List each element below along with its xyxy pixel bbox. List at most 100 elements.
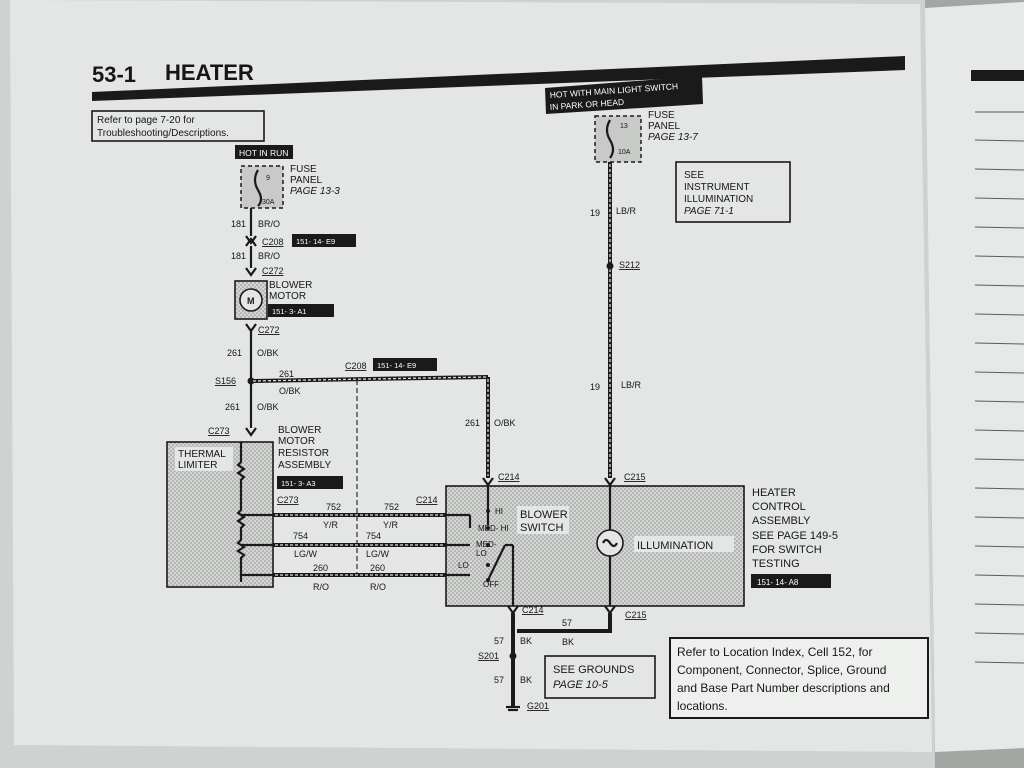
location-note-box: [669, 637, 929, 719]
illumination-label: ILLUMINATION: [637, 540, 713, 552]
right-fuse-number: 13: [620, 123, 628, 130]
c208-connector-lower: [245, 237, 257, 247]
header-bar: [92, 56, 905, 101]
c272-label-bottom: C272: [258, 325, 280, 335]
switch-pos-lo: LO: [458, 561, 469, 570]
wire-lb-r-label-2: LB/R: [621, 380, 642, 390]
right-fuse-panel: [594, 115, 642, 163]
wire-19-label-1: 19: [590, 208, 600, 218]
heater-control-label-2: CONTROL: [752, 501, 806, 513]
heater-page-2: FOR SWITCH: [752, 544, 822, 556]
wire-bk-label-h: BK: [562, 637, 574, 647]
wire-261-label-v: 261: [465, 418, 480, 428]
location-note-2: Component, Connector, Splice, Ground: [677, 663, 886, 677]
wire-r-o-label-2: R/O: [370, 582, 386, 592]
instrument-note-2: INSTRUMENT: [684, 182, 750, 193]
blower-switch-label-2: SWITCH: [520, 522, 563, 534]
wire-lg-w-label-2: LG/W: [366, 549, 390, 559]
c208-ref-bg-left: [292, 234, 356, 247]
c208-ref-mid: 151- 14- E9: [377, 361, 416, 370]
c215-label-bottom: C215: [625, 610, 647, 620]
resistor-label-4: ASSEMBLY: [278, 460, 331, 471]
right-fuse-page: PAGE 13-7: [648, 132, 698, 143]
heater-page-3: TESTING: [752, 558, 800, 570]
wire-o-bk-label-1: O/BK: [257, 348, 279, 358]
wire-261-label-2: 261: [225, 402, 240, 412]
wire-57-horizontal: [517, 613, 612, 633]
wire-o-bk-label-h: O/BK: [279, 386, 301, 396]
c273-label-bottom: C273: [277, 495, 299, 505]
wire-261-label-h: 261: [279, 369, 294, 379]
motor-ref: 151- 3- A1: [272, 307, 307, 316]
instrument-note-4: PAGE 71-1: [684, 206, 734, 217]
motor-symbol: M: [247, 296, 255, 306]
wire-y-r-label-1: Y/R: [323, 520, 339, 530]
motor-icon: [239, 288, 263, 312]
resistor-ref: 151- 3- A3: [281, 479, 316, 488]
c272-connector-top: [245, 267, 257, 277]
refer-note-line-1: Refer to page 7-20 for: [97, 115, 196, 126]
wire-r-o-label-1: R/O: [313, 582, 329, 592]
left-fuse-icon: [253, 169, 263, 207]
blower-motor-label-2: MOTOR: [269, 291, 306, 302]
illumination-label-bg: [634, 536, 734, 552]
wire-57-label-h: 57: [562, 618, 572, 628]
c208-ref-bg-mid: [373, 358, 437, 371]
grounds-note-box: [544, 655, 656, 699]
wire-y-r-label-2: Y/R: [383, 520, 399, 530]
switch-pos-off: OFF: [483, 580, 499, 589]
instrument-note-1: SEE: [684, 170, 704, 181]
left-fuse-amps: 30A: [262, 199, 275, 206]
location-note-3: and Base Part Number descriptions and: [677, 681, 890, 695]
s201-label: S201: [478, 651, 499, 661]
next-page-title-bar: [971, 70, 1024, 81]
switch-pos-med-hi: MED- HI: [478, 524, 509, 533]
heater-ref-bg: [751, 574, 831, 588]
next-page-lines: [974, 111, 1024, 664]
s212-label: S212: [619, 260, 640, 270]
c214-label-bottom: C214: [522, 605, 544, 615]
blower-switch-label-bg: [517, 506, 569, 534]
wire-57-label-2: 57: [494, 675, 504, 685]
wire-754-label-1: 754: [293, 531, 308, 541]
wire-181-label-upper: 181: [231, 219, 246, 229]
heater-ref: 151- 14- A8: [757, 578, 799, 587]
left-fuse-panel: [240, 165, 284, 209]
wire-181-label-lower: 181: [231, 251, 246, 261]
instrument-note-3: ILLUMINATION: [684, 194, 753, 205]
switch-pos-med-lo: MED-: [476, 540, 497, 549]
wire-lb-r-label-1: LB/R: [616, 206, 637, 216]
wire-260-label-2: 260: [370, 563, 385, 573]
left-fuse-title-2: PANEL: [290, 175, 322, 186]
c273-label-top: C273: [208, 426, 230, 436]
c215-connector-top: [604, 477, 616, 487]
wire-br-o-label-upper: BR/O: [258, 219, 280, 229]
switch-wiper: [487, 544, 506, 581]
wire-260-label-1: 260: [313, 563, 328, 573]
g201-label: G201: [527, 701, 549, 711]
s212-splice: [606, 262, 614, 270]
wire-br-o-label-lower: BR/O: [258, 251, 280, 261]
left-fuse-number: 9: [266, 175, 270, 182]
resistor-element: [236, 442, 246, 582]
hot-in-run-label: HOT IN RUN: [239, 148, 288, 158]
left-fuse-title-1: FUSE: [290, 164, 317, 175]
switch-pos-lo-2: LO: [476, 549, 487, 558]
resistor-ref-bg: [277, 476, 343, 489]
grounds-note-2: PAGE 10-5: [553, 679, 609, 691]
c208-label-mid: C208: [345, 361, 367, 371]
wire-19-label-2: 19: [590, 382, 600, 392]
wire-bk-label-2: BK: [520, 675, 532, 685]
c208-connector-upper: [245, 235, 257, 245]
thermal-limiter-label-1: THERMAL: [178, 449, 226, 460]
wire-57-label-1: 57: [494, 636, 504, 646]
wire-752-label-2: 752: [384, 502, 399, 512]
section-number: 53-1: [92, 62, 136, 87]
thermal-limiter-label-bg: [175, 447, 233, 471]
right-fuse-amps: 10A: [618, 149, 631, 156]
c208-ref-left: 151- 14- E9: [296, 237, 335, 246]
instrument-note-box: [675, 161, 791, 223]
c208-label-left: C208: [262, 237, 284, 247]
wire-lg-w-label-1: LG/W: [294, 549, 318, 559]
